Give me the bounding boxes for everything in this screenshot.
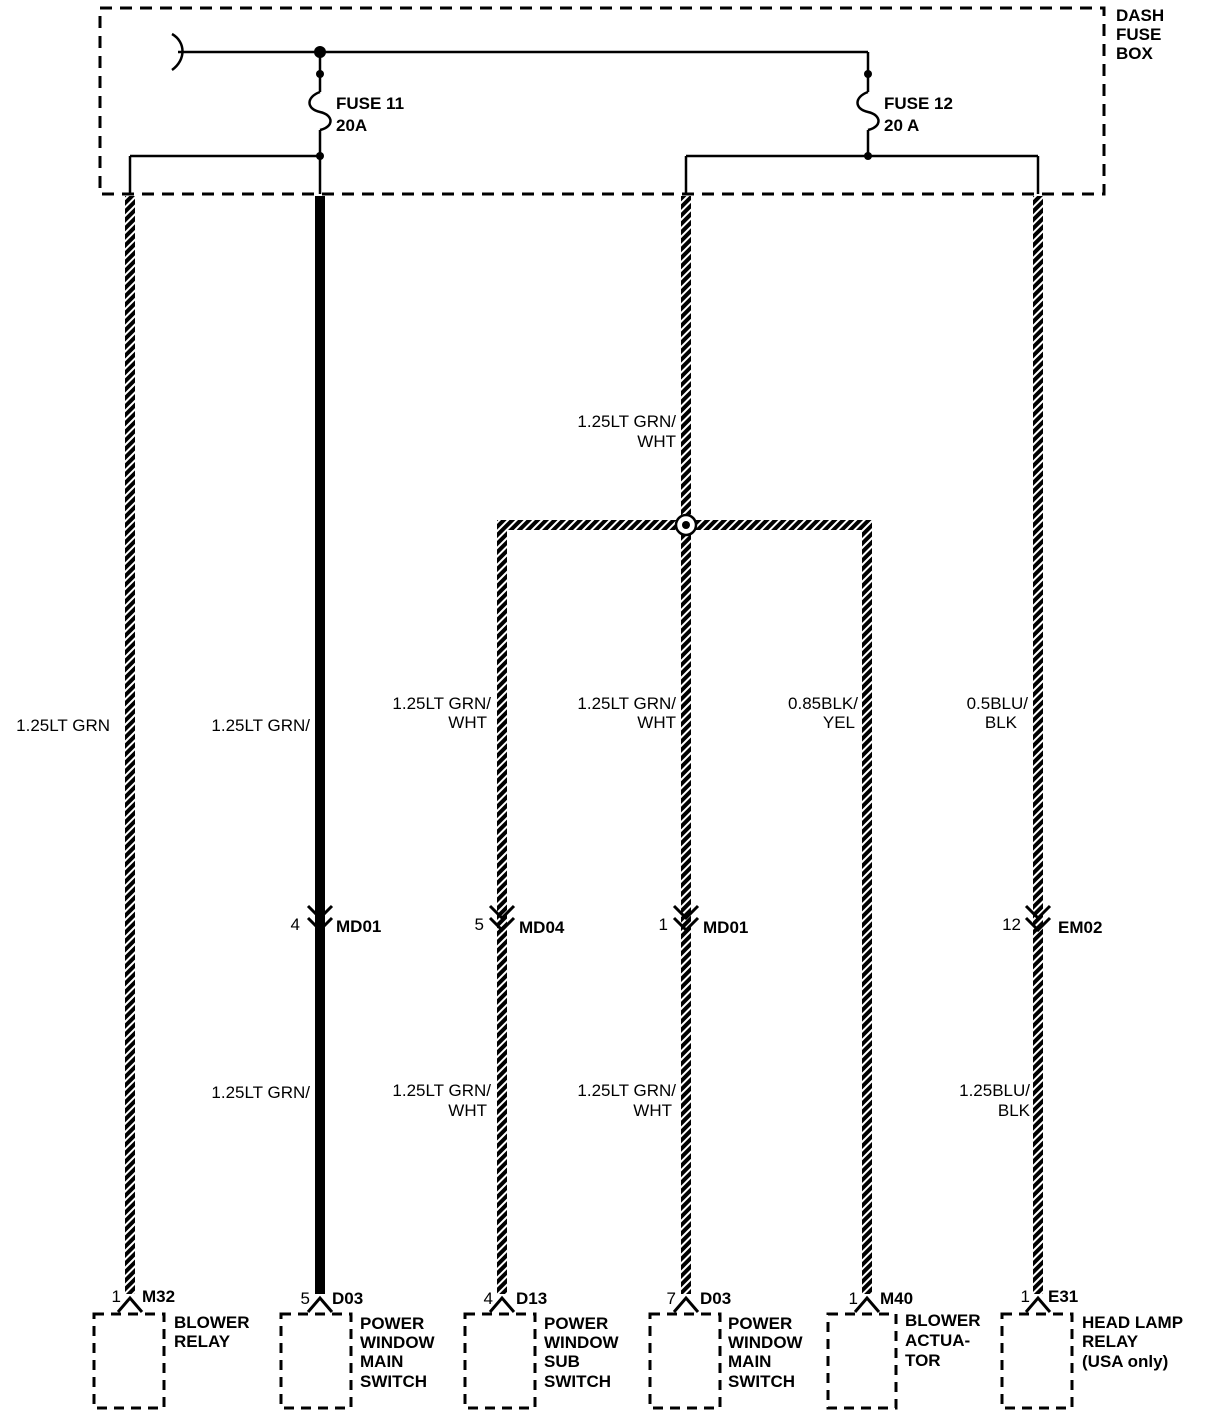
fuse-11-name: FUSE 11	[336, 94, 404, 113]
terminal-e31	[1024, 1295, 1052, 1313]
component-pw-main2-line2: WINDOW	[728, 1333, 804, 1352]
fuse-box-label-2: FUSE	[1116, 25, 1161, 44]
component-head-lamp-line3: (USA only)	[1082, 1352, 1168, 1371]
component-pw-main2-line3: MAIN	[728, 1352, 771, 1371]
connector-md01-pin1-pin: 1	[659, 915, 668, 934]
fuse-box-label-1: DASH	[1116, 6, 1164, 25]
connector-md01-pin1-name: MD01	[703, 918, 748, 937]
component-d03-pin7-connector: D03	[700, 1289, 731, 1308]
wire-label-sub-lower-2: WHT	[448, 1101, 487, 1120]
dash-fuse-box-outline	[98, 6, 1106, 196]
component-d03-pin5-connector: D03	[332, 1289, 363, 1308]
wire-headlamp	[1033, 196, 1043, 1294]
wire-label-d03-lower-1: 1.25LT GRN/	[577, 1081, 676, 1100]
wire-label-trunk-2: WHT	[637, 432, 676, 451]
wire-label-trunk-1: 1.25LT GRN/	[577, 412, 676, 431]
connector-md01-pin4-name: MD01	[336, 917, 381, 936]
component-blower-relay-line2: RELAY	[174, 1332, 231, 1351]
fuse-11	[308, 52, 332, 160]
component-pw-main-switch-2-box	[648, 1312, 722, 1410]
wire-label-headlamp-upper-2: BLK	[985, 713, 1018, 732]
component-d03-pin7-pin: 7	[667, 1289, 676, 1308]
component-pw-main-line3: MAIN	[360, 1352, 403, 1371]
component-head-lamp-line1: HEAD LAMP	[1082, 1313, 1183, 1332]
component-m40-pin: 1	[849, 1289, 858, 1308]
connector-em02-pin12-name: EM02	[1058, 918, 1102, 937]
component-blower-relay-box	[92, 1312, 166, 1410]
wire-pw-sub	[497, 520, 507, 1294]
component-pw-main2-line1: POWER	[728, 1314, 792, 1333]
component-pw-main-line1: POWER	[360, 1314, 424, 1333]
connector-md01-pin4-pin: 4	[291, 915, 300, 934]
wire-fuse12-trunk	[681, 196, 691, 1294]
connector-md04-pin5-name: MD04	[519, 918, 565, 937]
splice-center	[682, 521, 690, 529]
component-pw-sub-line4: SWITCH	[544, 1372, 611, 1391]
component-blower-actuator-line2: ACTUA-	[905, 1331, 970, 1350]
wire-label-blower-actuator-1: 0.85BLK/	[788, 694, 858, 713]
terminal-m32	[116, 1295, 144, 1313]
wire-label-sub-lower-1: 1.25LT GRN/	[392, 1081, 491, 1100]
wire-pw-main-solid	[315, 196, 325, 1294]
component-e31-connector: E31	[1048, 1287, 1078, 1306]
wire-label-sub-upper-1: 1.25LT GRN/	[392, 694, 491, 713]
fuse-12-name: FUSE 12	[884, 94, 953, 113]
wire-label-blower-actuator-2: YEL	[823, 713, 855, 732]
component-blower-actuator-box	[826, 1312, 898, 1410]
component-pw-sub-switch-box	[463, 1312, 537, 1410]
connector-md04-pin5-pin: 5	[475, 915, 484, 934]
terminal-d13-pin4	[488, 1295, 516, 1313]
component-pw-main-switch-box	[279, 1312, 353, 1410]
fuse-12-rating: 20 A	[884, 116, 919, 135]
wire-label-pw-main-lower: 1.25LT GRN/	[211, 1083, 310, 1102]
component-blower-actuator-line3: TOR	[905, 1351, 941, 1370]
wire-label-d03-lower-2: WHT	[633, 1101, 672, 1120]
wire-label-sub-upper-2: WHT	[448, 713, 487, 732]
fuse-11-rating: 20A	[336, 116, 367, 135]
wire-label-headlamp-lower-2: BLK	[998, 1101, 1031, 1120]
wire-blower-relay	[125, 196, 135, 1294]
component-e31-pin: 1	[1021, 1287, 1030, 1306]
component-m32-pin: 1	[112, 1287, 121, 1306]
wire-label-blower-relay: 1.25LT GRN	[16, 716, 110, 735]
component-pw-sub-line3: SUB	[544, 1352, 580, 1371]
wire-label-d03-upper-2: WHT	[637, 713, 676, 732]
component-m32-connector: M32	[142, 1287, 175, 1306]
fuse-box-label-3: BOX	[1116, 44, 1154, 63]
component-blower-actuator-line1: BLOWER	[905, 1311, 981, 1330]
wire-blower-actuator	[862, 520, 872, 1294]
connector-md01-pin1	[672, 904, 700, 933]
component-pw-sub-line1: POWER	[544, 1314, 608, 1333]
wire-label-d03-upper-1: 1.25LT GRN/	[577, 694, 676, 713]
component-pw-main2-line4: SWITCH	[728, 1372, 795, 1391]
component-m40-connector: M40	[880, 1289, 913, 1308]
connector-md04-pin5	[488, 904, 516, 933]
wire-label-headlamp-lower-1: 1.25BLU/	[959, 1081, 1030, 1100]
terminal-d03-pin5	[306, 1295, 334, 1313]
fuse-12	[856, 70, 880, 160]
component-d03-pin5-pin: 5	[301, 1289, 310, 1308]
terminal-d03-pin7	[672, 1295, 700, 1313]
component-head-lamp-relay-box	[1000, 1312, 1074, 1410]
terminal-m40	[853, 1295, 881, 1313]
component-d13-connector: D13	[516, 1289, 547, 1308]
connector-md01-pin4	[306, 904, 334, 933]
component-d13-pin: 4	[484, 1289, 493, 1308]
connector-em02-pin12-pin: 12	[1002, 915, 1021, 934]
component-head-lamp-line2: RELAY	[1082, 1332, 1139, 1351]
wire-label-pw-main-upper: 1.25LT GRN/	[211, 716, 310, 735]
component-pw-main-line4: SWITCH	[360, 1372, 427, 1391]
component-pw-main-line2: WINDOW	[360, 1333, 436, 1352]
connector-em02-pin12	[1024, 904, 1052, 933]
wire-label-headlamp-upper-1: 0.5BLU/	[967, 694, 1029, 713]
component-pw-sub-line2: WINDOW	[544, 1333, 620, 1352]
component-blower-relay-line1: BLOWER	[174, 1313, 250, 1332]
